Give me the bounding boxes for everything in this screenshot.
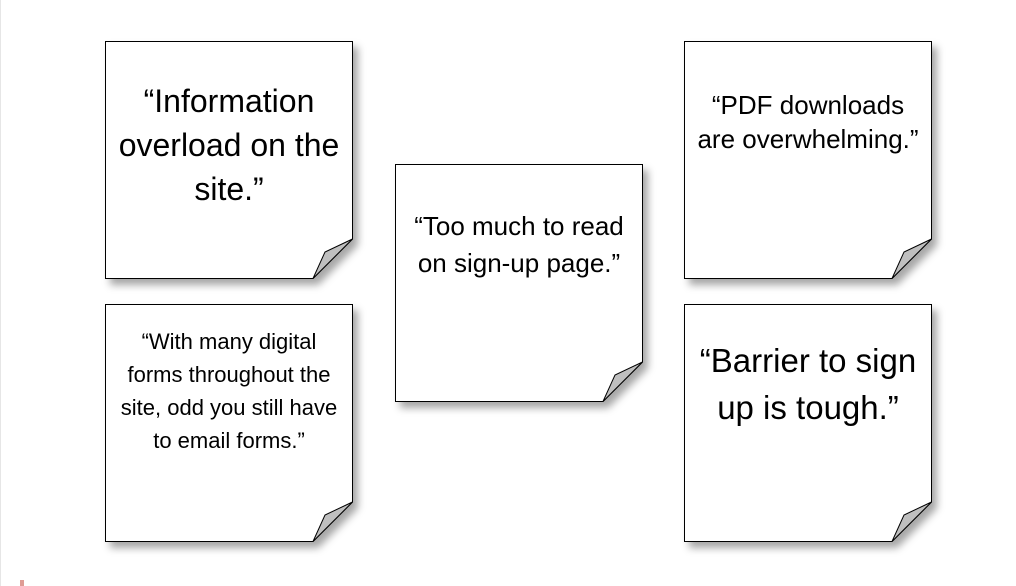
sticky-note-barrier-to-sign-up[interactable]: “Barrier to sign up is tough.” — [684, 304, 932, 542]
sticky-note-paper — [684, 41, 932, 279]
left-edge-divider — [0, 0, 1, 586]
sticky-note-paper — [684, 304, 932, 542]
sticky-note-text: “Information overload on the site.” — [118, 83, 340, 207]
corner-marker — [20, 580, 24, 586]
sticky-note-text: “With many digital forms throughout the … — [120, 329, 338, 453]
sticky-note-paper — [105, 304, 353, 542]
sticky-note-email-forms[interactable]: “With many digital forms throughout the … — [105, 304, 353, 542]
sticky-note-text: “Barrier to sign up is tough.” — [699, 342, 917, 426]
sticky-note-pdf-downloads[interactable]: “PDF downloads are overwhelming.” — [684, 41, 932, 279]
sticky-note-paper — [395, 164, 643, 402]
sticky-note-text: “PDF downloads are overwhelming.” — [697, 90, 919, 154]
sticky-note-too-much-to-read[interactable]: “Too much to read on sign-up page.” — [395, 164, 643, 402]
sticky-note-paper — [105, 41, 353, 279]
sticky-note-information-overload[interactable]: “Information overload on the site.” — [105, 41, 353, 279]
sticky-note-text: “Too much to read on sign-up page.” — [414, 211, 624, 278]
